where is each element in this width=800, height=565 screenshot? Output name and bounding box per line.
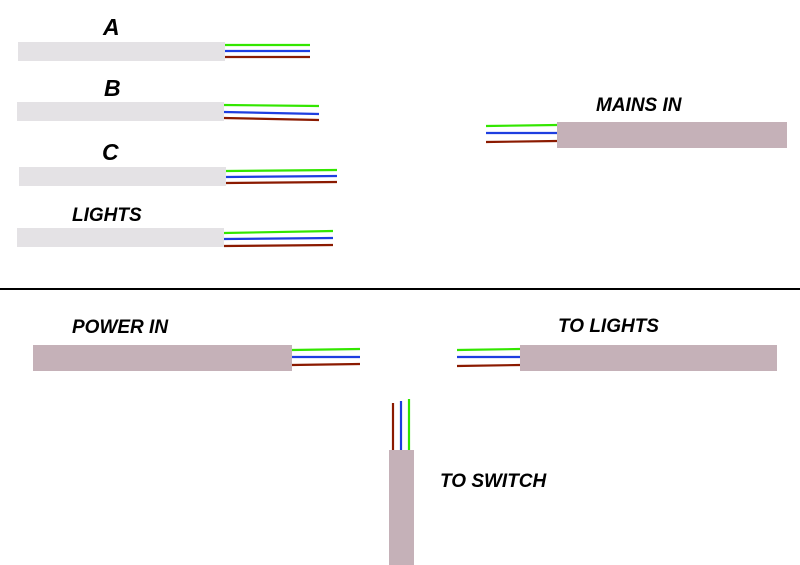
- label-lights: LIGHTS: [72, 205, 142, 226]
- cable-b-neutral-wire: [223, 110, 320, 116]
- cable-c-neutral-wire: [225, 174, 338, 179]
- cable-c: [19, 167, 338, 186]
- cable-lights: [17, 228, 334, 248]
- to-lights-live-wire: [456, 363, 521, 368]
- cable-lights-live-wire: [223, 243, 334, 248]
- cable-to-lights: [456, 345, 777, 371]
- to-lights-earth-wire: [456, 347, 521, 352]
- cable-b-live-wire: [223, 116, 320, 122]
- mains-in-live-wire: [485, 139, 558, 144]
- cable-c-sheath: [19, 167, 226, 186]
- cable-lights-earth-wire: [223, 229, 334, 235]
- power-in-earth-wire: [291, 347, 361, 352]
- label-power-in: POWER IN: [72, 317, 169, 338]
- label-c: C: [102, 139, 119, 165]
- label-b: B: [104, 75, 121, 101]
- cable-lights-sheath: [17, 228, 224, 247]
- power-in-live-wire: [291, 362, 361, 367]
- mains-in-sheath: [557, 122, 787, 148]
- cable-a: [18, 42, 310, 61]
- cable-to-switch: [389, 399, 414, 565]
- label-to-lights: TO LIGHTS: [558, 316, 659, 337]
- cable-a-sheath: [18, 42, 225, 61]
- cable-b: [17, 102, 320, 122]
- cable-c-earth-wire: [225, 168, 338, 173]
- label-mains-in: MAINS IN: [596, 95, 683, 116]
- cable-power-in: [33, 345, 361, 371]
- cable-c-live-wire: [225, 180, 338, 185]
- cable-mains-in: [485, 122, 787, 148]
- to-lights-sheath: [520, 345, 777, 371]
- label-a: A: [102, 14, 120, 40]
- cable-lights-neutral-wire: [223, 236, 334, 241]
- cable-b-sheath: [17, 102, 224, 121]
- power-in-sheath: [33, 345, 292, 371]
- label-to-switch: TO SWITCH: [440, 471, 548, 492]
- cable-b-earth-wire: [223, 103, 320, 108]
- to-switch-sheath: [389, 450, 414, 565]
- mains-in-earth-wire: [485, 123, 558, 128]
